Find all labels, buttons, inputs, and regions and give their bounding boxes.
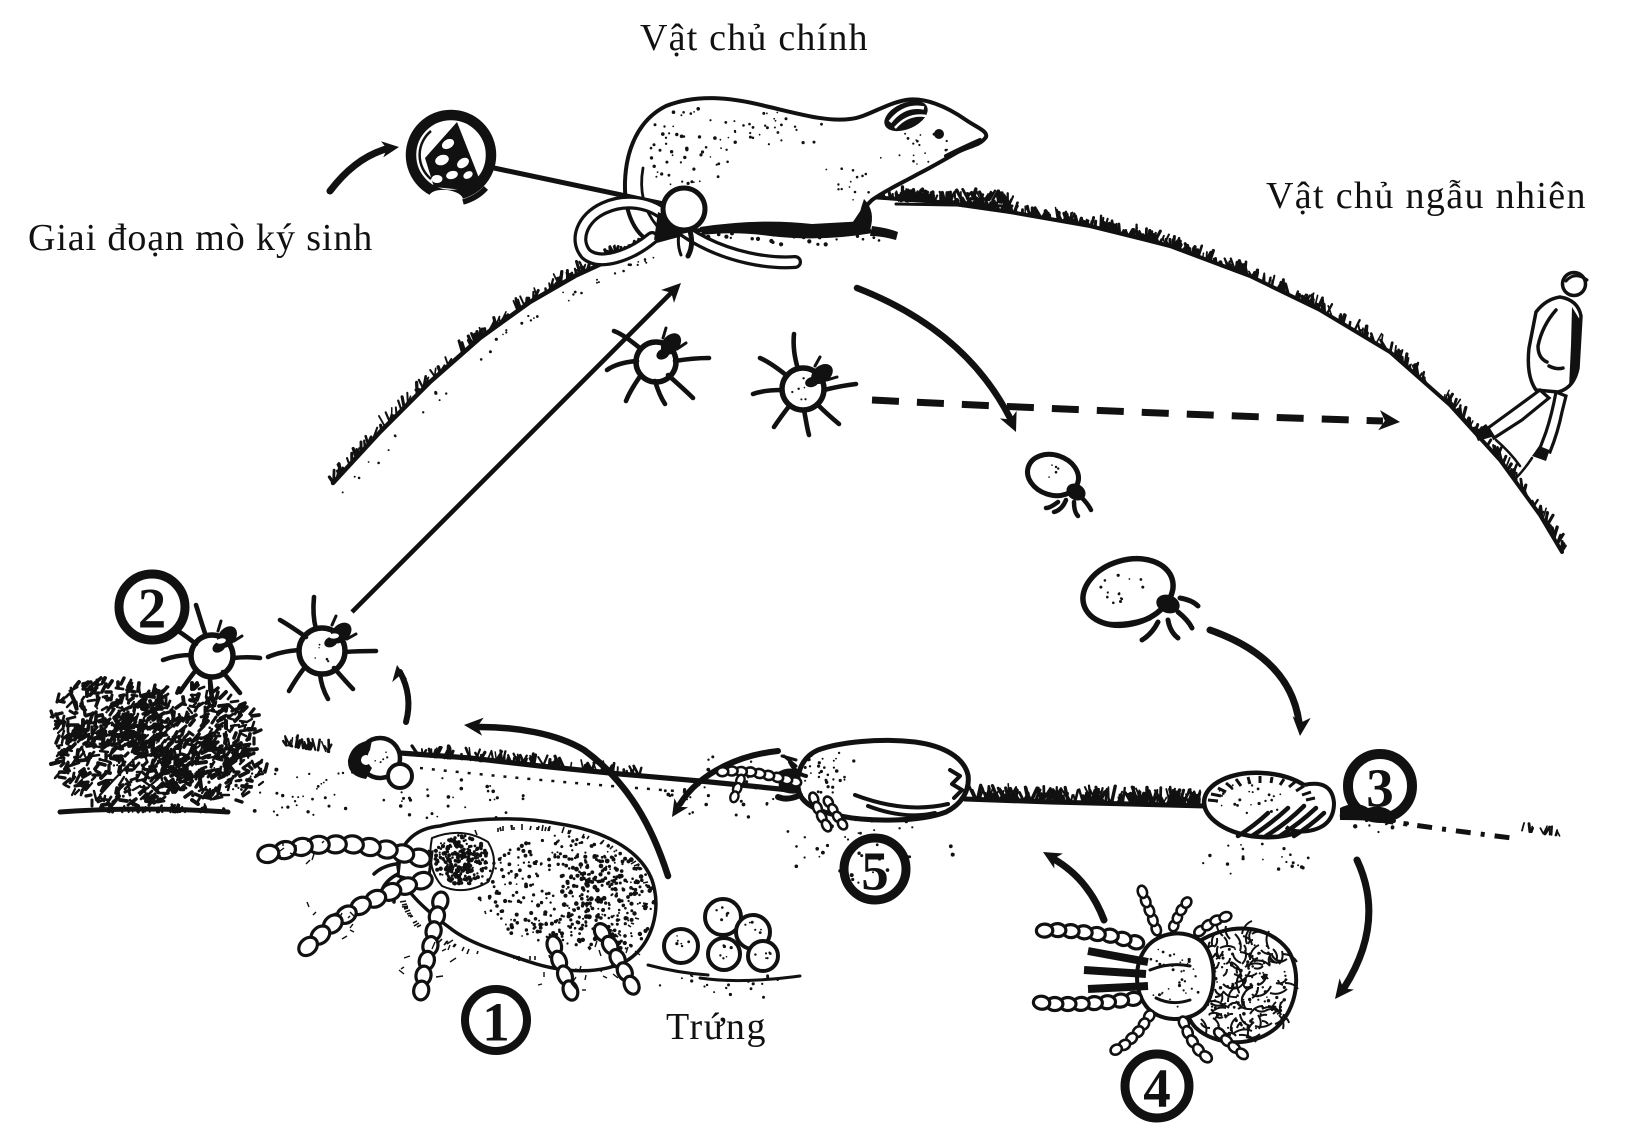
svg-text:Vật chủ ngẫu nhiên: Vật chủ ngẫu nhiên xyxy=(1266,175,1587,217)
svg-text:Vật chủ chính: Vật chủ chính xyxy=(640,17,869,59)
svg-text:2: 2 xyxy=(138,578,167,641)
svg-text:1: 1 xyxy=(482,992,510,1053)
svg-text:4: 4 xyxy=(1143,1058,1171,1119)
svg-text:5: 5 xyxy=(861,841,889,902)
svg-text:Trứng: Trứng xyxy=(666,1006,767,1048)
svg-text:Giai đoạn mò ký sinh: Giai đoạn mò ký sinh xyxy=(28,217,373,259)
